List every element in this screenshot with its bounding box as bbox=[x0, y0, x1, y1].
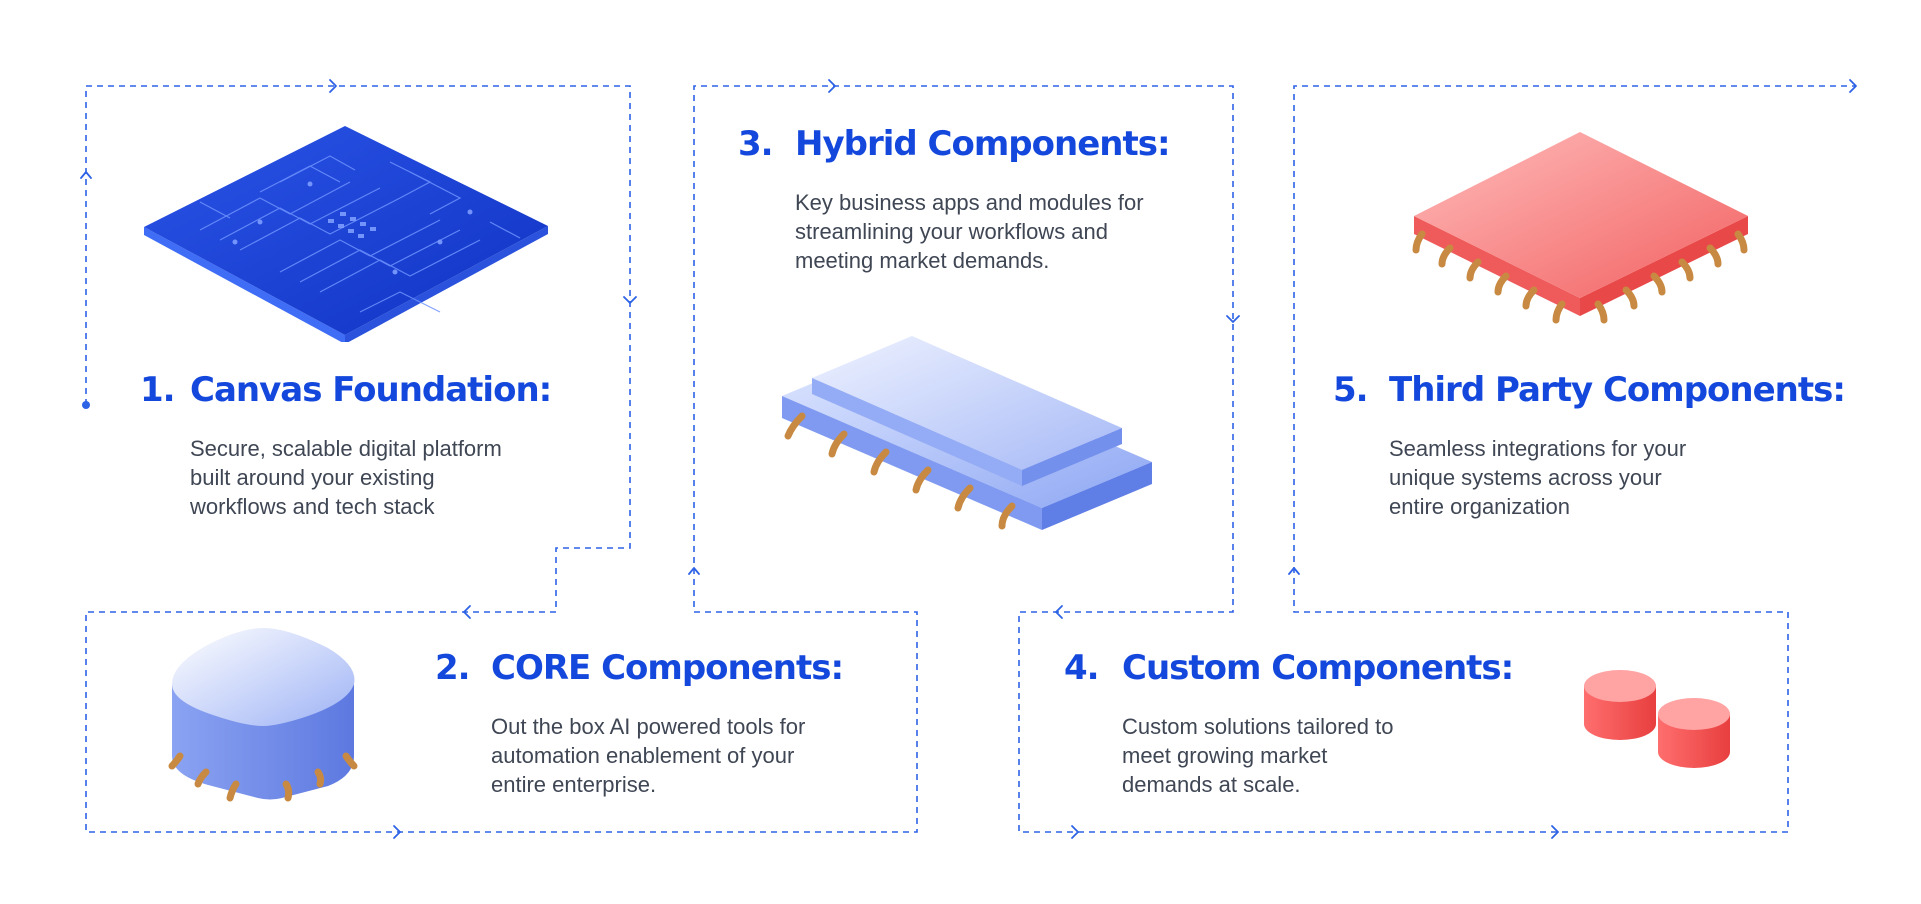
step-heading: 1. Canvas Foundation: bbox=[140, 370, 610, 410]
step-description-line: Custom solutions tailored to bbox=[1122, 714, 1394, 739]
step-description-line: Seamless integrations for your bbox=[1389, 436, 1687, 461]
step-description: Out the box AI powered tools for automat… bbox=[491, 712, 905, 799]
step-description-line: automation enablement of your bbox=[491, 743, 795, 768]
step-description-line: entire enterprise. bbox=[491, 772, 657, 797]
step-custom-components: 4. Custom Components: Custom solutions t… bbox=[1064, 648, 1534, 799]
step-core-components: 2. CORE Components: Out the box AI power… bbox=[435, 648, 905, 799]
twin-cylinders-icon bbox=[1584, 670, 1730, 768]
step-number: 4. bbox=[1064, 648, 1100, 688]
step-description-line: meet growing market bbox=[1122, 743, 1328, 768]
step-title: Custom Components: bbox=[1122, 648, 1514, 688]
step-title: Canvas Foundation: bbox=[190, 370, 552, 410]
step-description: Key business apps and modules for stream… bbox=[795, 188, 1218, 275]
step-description: Secure, scalable digital platform built … bbox=[190, 434, 610, 521]
step-heading: 3. Hybrid Components: bbox=[738, 124, 1218, 164]
step-canvas-foundation: 1. Canvas Foundation: Secure, scalable d… bbox=[140, 370, 610, 521]
step-description-line: Secure, scalable digital platform bbox=[190, 436, 502, 461]
step-description-line: demands at scale. bbox=[1122, 772, 1301, 797]
step-title: Third Party Components: bbox=[1389, 370, 1846, 410]
step-heading: 5. Third Party Components: bbox=[1333, 370, 1893, 410]
step-number: 3. bbox=[738, 124, 774, 164]
rounded-chip-icon bbox=[168, 628, 358, 802]
step-description-line: streamlining your workflows and bbox=[795, 219, 1109, 244]
step-description: Seamless integrations for your unique sy… bbox=[1389, 434, 1893, 521]
step-title: Hybrid Components: bbox=[795, 124, 1171, 164]
step-description-line: Out the box AI powered tools for bbox=[491, 714, 806, 739]
step-number: 1. bbox=[140, 370, 176, 410]
step-title: CORE Components: bbox=[491, 648, 844, 688]
step-description-line: entire organization bbox=[1389, 494, 1571, 519]
stacked-slab-chip-icon bbox=[782, 336, 1152, 530]
step-description-line: workflows and tech stack bbox=[190, 494, 435, 519]
circuit-board-icon bbox=[144, 126, 548, 342]
step-heading: 4. Custom Components: bbox=[1064, 648, 1534, 688]
red-chip-icon bbox=[1412, 132, 1748, 324]
step-description: Custom solutions tailored to meet growin… bbox=[1122, 712, 1534, 799]
step-number: 5. bbox=[1333, 370, 1369, 410]
step-third-party-components: 5. Third Party Components: Seamless inte… bbox=[1333, 370, 1893, 521]
step-number: 2. bbox=[435, 648, 471, 688]
step-description-line: meeting market demands. bbox=[795, 248, 1050, 273]
step-description-line: unique systems across your bbox=[1389, 465, 1662, 490]
step-description-line: built around your existing bbox=[190, 465, 435, 490]
step-hybrid-components: 3. Hybrid Components: Key business apps … bbox=[738, 124, 1218, 275]
step-description-line: Key business apps and modules for bbox=[795, 190, 1144, 215]
step-heading: 2. CORE Components: bbox=[435, 648, 905, 688]
